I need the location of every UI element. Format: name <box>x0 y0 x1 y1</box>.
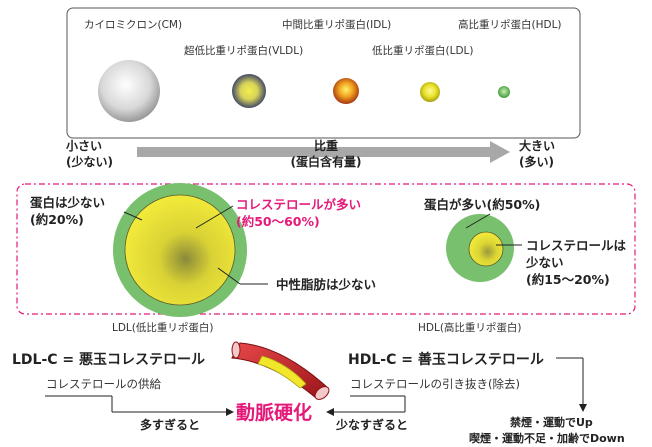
label-vldl: 超低比重リポ蛋白(VLDL) <box>184 45 304 57</box>
top-box <box>66 7 581 139</box>
up-label: 禁煙・運動でUp <box>510 416 593 429</box>
ldl-fat-label: 中性脂肪は少ない <box>276 277 377 292</box>
leader-ldl-protein <box>123 211 143 221</box>
density-arrow <box>137 141 510 163</box>
label-cm: カイロミクロン(CM) <box>84 19 183 31</box>
label-small: 小さい(少ない) <box>66 139 113 169</box>
ldl-small-particle <box>420 82 440 102</box>
too-little-label: 少なすぎると <box>336 418 409 432</box>
vldl-particle <box>232 74 266 108</box>
cm-particle <box>98 60 160 122</box>
leader-ldl-fat <box>217 267 241 285</box>
idl-particle <box>333 78 359 104</box>
ldl-core <box>124 194 236 306</box>
too-much-label: 多すぎると <box>140 418 201 432</box>
leader-hdl-protein <box>465 213 491 229</box>
leader-ldl-chol <box>195 205 234 229</box>
hdl-cholesterol-label: コレステロールは少ない(約15〜20%) <box>526 238 627 287</box>
ldl-protein-label: 蛋白は少ない(約20%) <box>30 195 106 227</box>
hdl-c-title: HDL-C = 善玉コレステロール <box>348 352 544 368</box>
arteriosclerosis-label: 動脈硬化 <box>236 402 313 424</box>
ldl-c-title: LDL-C = 悪玉コレステロール <box>12 352 206 368</box>
hdl-small-particle <box>498 86 510 98</box>
plaque <box>257 355 307 389</box>
hdl-core <box>468 231 504 267</box>
ldl-c-subtitle: コレステロールの供給 <box>46 377 161 391</box>
label-hdl-small: 高比重リポ蛋白(HDL) <box>458 19 562 31</box>
label-density: 比重(蛋白含有量) <box>290 139 362 169</box>
comparison-frame <box>16 183 636 315</box>
label-ldl-small: 低比重リポ蛋白(LDL) <box>372 45 474 57</box>
label-large: 大きい(多い) <box>519 139 556 169</box>
hdl-c-subtitle: コレステロールの引き抜き(除去) <box>350 377 520 391</box>
down-label: 喫煙・運動不足・加齢でDown <box>469 432 625 445</box>
label-idl: 中間比重リポ蛋白(IDL) <box>282 19 392 31</box>
ldl-caption: LDL(低比重リポ蛋白) <box>112 322 214 334</box>
hdl-caption: HDL(高比重リポ蛋白) <box>418 322 522 334</box>
hdl-protein-label: 蛋白が多い(約50%) <box>424 197 541 212</box>
ldl-cholesterol-label: コレステロールが多い(約50〜60%) <box>236 197 362 229</box>
